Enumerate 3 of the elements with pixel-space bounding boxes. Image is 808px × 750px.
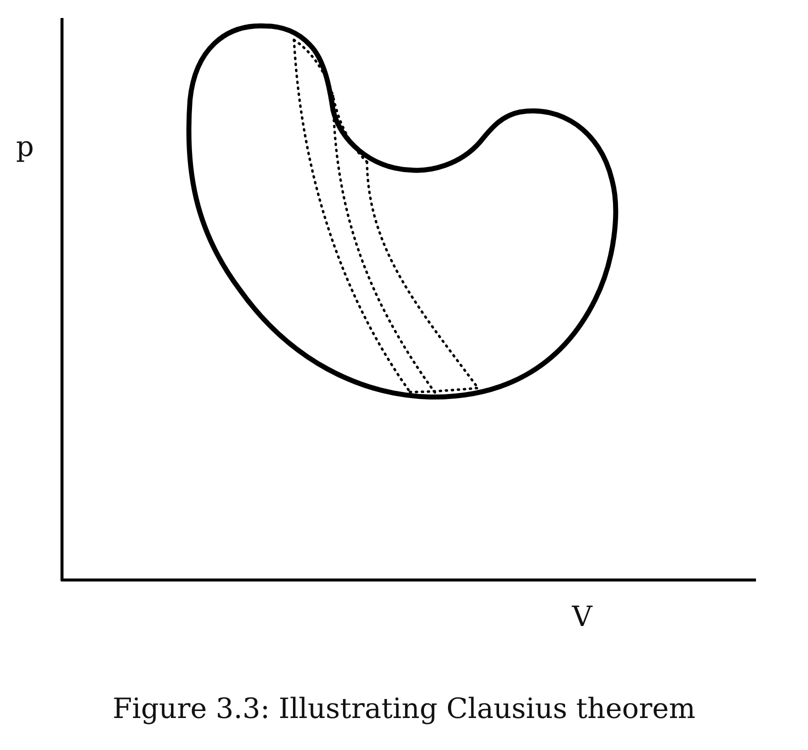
axis-label: p xyxy=(16,132,34,163)
axis-label: V xyxy=(572,602,592,633)
figure-caption: Figure 3.3: Illustrating Clausius theorem xyxy=(112,694,696,725)
